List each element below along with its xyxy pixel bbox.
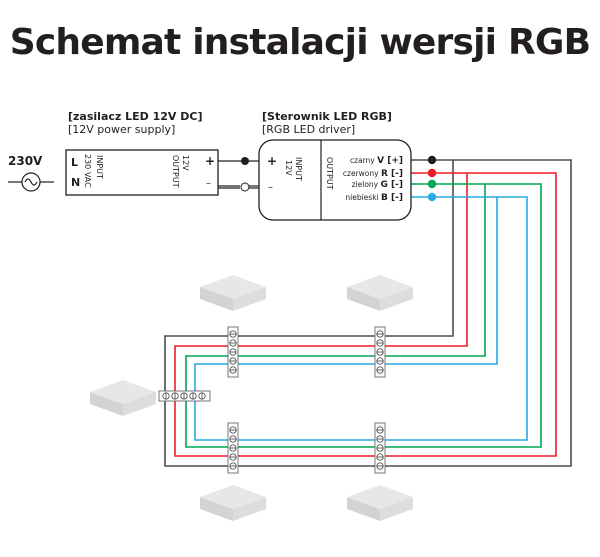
led-module-left-face: [200, 497, 233, 521]
ps-input-label: INPUT: [95, 155, 104, 179]
terminal-block-bottom-left: [227, 422, 239, 474]
ps-minus-label: –: [206, 178, 211, 189]
wire-green: [185, 183, 542, 448]
power-supply-label: [zasilacz LED 12V DC] [12V power supply]: [68, 110, 202, 136]
plus-junction-dot: [241, 157, 249, 165]
led-module-top-right: [347, 275, 413, 311]
led-module-right-face: [380, 287, 413, 311]
controller-box: [258, 139, 412, 221]
controller-outputs: czarny V [+] czerwony R [-]zielony G [-] n…: [343, 156, 403, 203]
junction-dot-b: [427, 192, 437, 202]
terminal-block-bottom-right: [374, 422, 386, 474]
led-module-left-face: [347, 497, 380, 521]
terminal-block-top-right: [374, 326, 386, 378]
led-module-top-face: [90, 380, 156, 404]
ctrl-input-label: INPUT: [294, 157, 303, 181]
led-module-top-face: [347, 275, 413, 299]
led-module-top-face: [200, 485, 266, 509]
mains-voltage-label: 230V: [8, 154, 43, 168]
ctrl-plus-label: +: [267, 154, 277, 168]
controller-label-en: [RGB LED driver]: [262, 123, 356, 136]
output-label-b: niebieski B [-]: [345, 193, 403, 203]
junction-dot-v: [427, 155, 437, 165]
led-module-right-face: [123, 392, 156, 416]
led-modules: [90, 275, 413, 521]
terminal-blocks: [158, 326, 386, 474]
terminal-block-top-left: [227, 326, 239, 378]
junction-dot-g: [427, 179, 437, 189]
terminal-block-left: [158, 390, 211, 402]
ctrl-minus-label: –: [268, 182, 273, 193]
ps-output-voltage: 12V: [181, 155, 190, 171]
power-supply-label-pl: [zasilacz LED 12V DC]: [68, 110, 203, 123]
led-module-right-face: [380, 497, 413, 521]
led-module-left: [90, 380, 156, 416]
mains-line-label: L: [71, 156, 78, 169]
led-module-left-face: [347, 287, 380, 311]
ps-input-voltage: 230 VAC: [83, 154, 92, 188]
ps-plus-label: +: [205, 154, 215, 168]
wire-blue: [194, 196, 528, 441]
led-module-right-face: [233, 497, 266, 521]
led-module-bottom-right: [347, 485, 413, 521]
junction-dot-r: [427, 168, 437, 178]
led-module-bottom-left: [200, 485, 266, 521]
led-module-top-left: [200, 275, 266, 311]
output-label-g: zielony G [-]: [352, 180, 403, 190]
ac-source-icon: [8, 172, 54, 192]
led-module-right-face: [233, 287, 266, 311]
ctrl-input-voltage: 12V: [284, 160, 293, 176]
controller-label-pl: [Sterownik LED RGB]: [262, 110, 392, 123]
controller-label: [Sterownik LED RGB] [RGB LED driver]: [262, 110, 392, 136]
power-supply-box: [65, 149, 219, 196]
ctrl-output-label: OUTPUT: [325, 157, 334, 190]
led-module-top-face: [200, 275, 266, 299]
led-module-top-face: [347, 485, 413, 509]
ps-output-label: OUTPUT: [171, 155, 180, 188]
minus-junction-dot: [240, 182, 250, 192]
power-supply-label-en: [12V power supply]: [68, 123, 176, 136]
dc-wires: [218, 160, 262, 189]
mains-neutral-label: N: [71, 176, 80, 189]
output-label-v: czarny V [+]: [350, 156, 403, 166]
wire-red: [174, 172, 557, 457]
led-module-left-face: [90, 392, 123, 416]
page-title: Schemat instalacji wersji RGB: [9, 22, 591, 63]
led-module-left-face: [200, 287, 233, 311]
output-label-r: czerwony R [-]: [343, 169, 403, 179]
